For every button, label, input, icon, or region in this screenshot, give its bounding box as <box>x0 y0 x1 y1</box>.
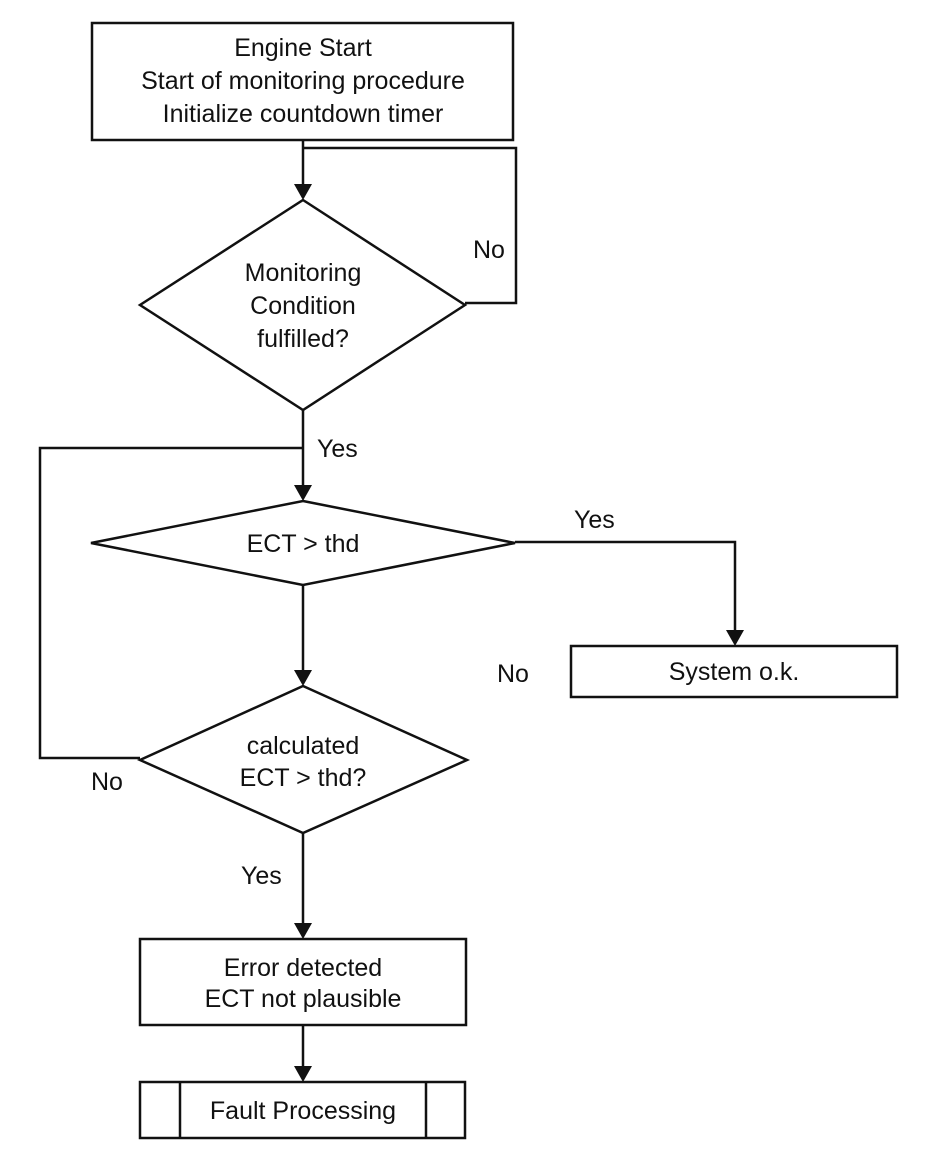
arrowhead-into-monitoring <box>294 184 312 200</box>
edge-label-calculated-no: No <box>91 768 123 796</box>
calculated-ect-diamond <box>136 684 471 835</box>
monitoring-condition-diamond <box>137 198 468 412</box>
monitoring-condition-line-3: fulfilled? <box>257 325 349 353</box>
system-ok-box <box>569 644 899 699</box>
monitoring-condition-line-1: Monitoring <box>245 259 362 287</box>
calculated-ect-line-2: ECT > thd? <box>240 764 367 792</box>
connector-monitoring-no-loop <box>303 146 518 305</box>
connector-calculated-no-loop <box>38 446 303 760</box>
arrowhead-into-ect <box>294 485 312 501</box>
arrowhead-into-fault <box>294 1066 312 1082</box>
ect-threshold-diamond <box>90 499 516 587</box>
arrowhead-into-system-ok <box>726 630 744 646</box>
start-box-line-3: Initialize countdown timer <box>163 100 444 128</box>
error-detected-line-2: ECT not plausible <box>205 985 402 1013</box>
edge-label-monitoring-yes: Yes <box>317 435 358 463</box>
edge-label-monitoring-no: No <box>473 236 505 264</box>
ect-threshold-label: ECT > thd <box>247 530 360 558</box>
fault-processing-label: Fault Processing <box>210 1097 396 1125</box>
system-ok-label: System o.k. <box>669 658 800 686</box>
edge-label-ect-no: No <box>497 660 529 688</box>
arrowhead-into-calculated <box>294 670 312 686</box>
arrowhead-into-error <box>294 923 312 939</box>
error-detected-box <box>138 937 468 1027</box>
edge-label-ect-yes: Yes <box>574 506 615 534</box>
start-box <box>90 21 515 142</box>
start-box-line-1: Engine Start <box>234 34 372 62</box>
fault-processing-box <box>138 1080 467 1140</box>
edge-label-calculated-yes: Yes <box>241 862 282 890</box>
monitoring-condition-line-2: Condition <box>250 292 356 320</box>
connector-ect-yes-to-system-ok <box>515 540 737 633</box>
start-box-line-2: Start of monitoring procedure <box>141 67 465 95</box>
error-detected-line-1: Error detected <box>224 954 382 982</box>
calculated-ect-line-1: calculated <box>247 732 360 760</box>
